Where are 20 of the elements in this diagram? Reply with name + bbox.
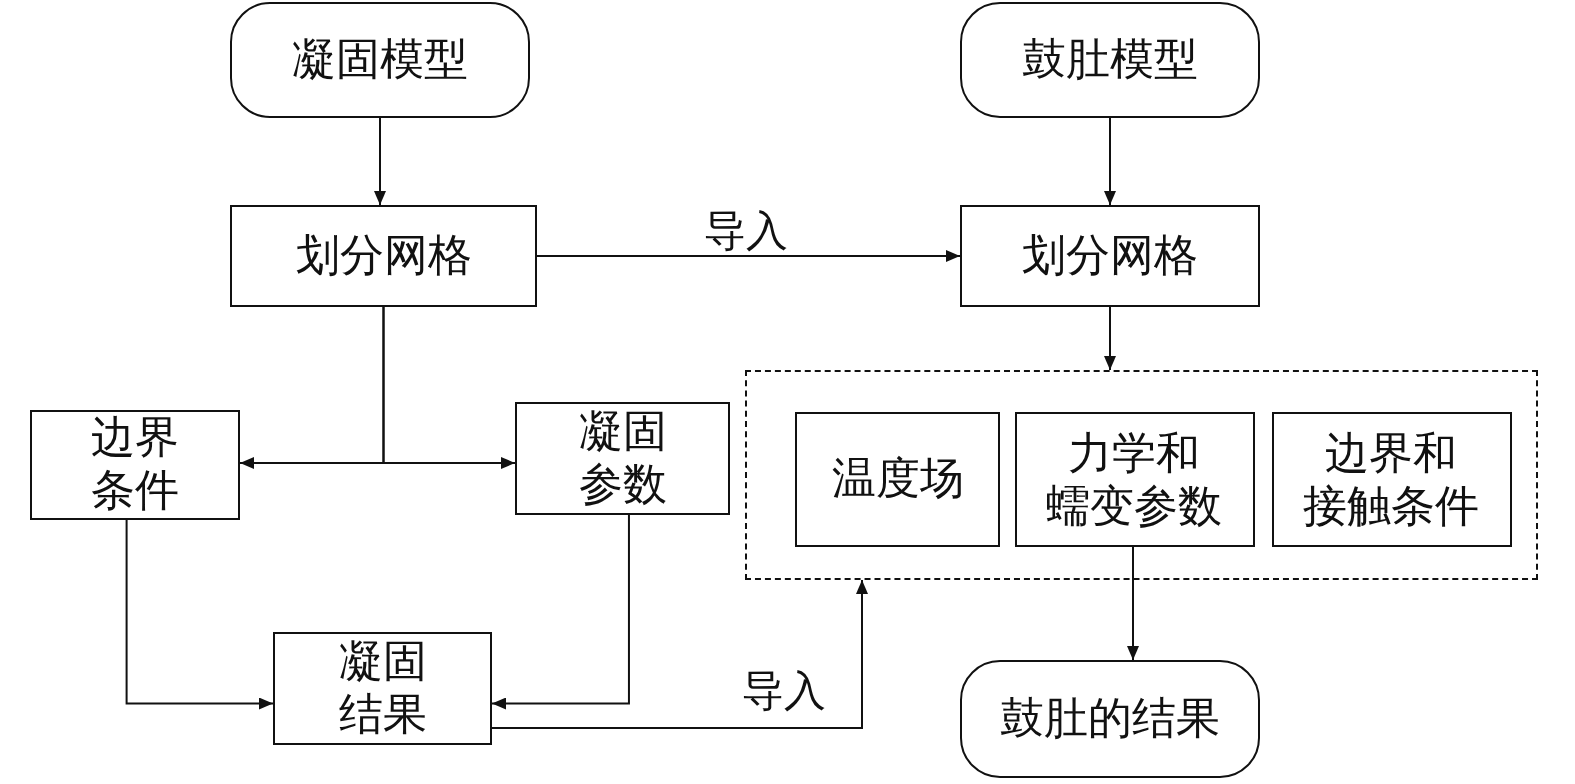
process-box: 凝固参数 (515, 402, 730, 515)
process-box: 划分网格 (230, 205, 537, 307)
process-box: 划分网格 (960, 205, 1260, 307)
arrow (374, 117, 386, 206)
arrow (536, 250, 961, 262)
arrow (491, 579, 868, 729)
process-box: 力学和蠕变参数 (1015, 412, 1255, 547)
dashed-group-box (745, 370, 1538, 580)
terminal-box: 鼓肚模型 (960, 2, 1260, 118)
process-box: 温度场 (795, 412, 1000, 547)
process-box: 边界和接触条件 (1272, 412, 1512, 547)
terminal-box: 凝固模型 (230, 2, 530, 118)
arrow (1104, 306, 1116, 371)
arrow (382, 306, 516, 469)
arrow (1104, 117, 1116, 206)
arrow (491, 514, 630, 710)
terminal-box: 鼓肚的结果 (960, 660, 1260, 778)
arrow (125, 519, 274, 710)
process-box: 边界条件 (30, 410, 240, 520)
process-box: 凝固结果 (273, 632, 492, 745)
